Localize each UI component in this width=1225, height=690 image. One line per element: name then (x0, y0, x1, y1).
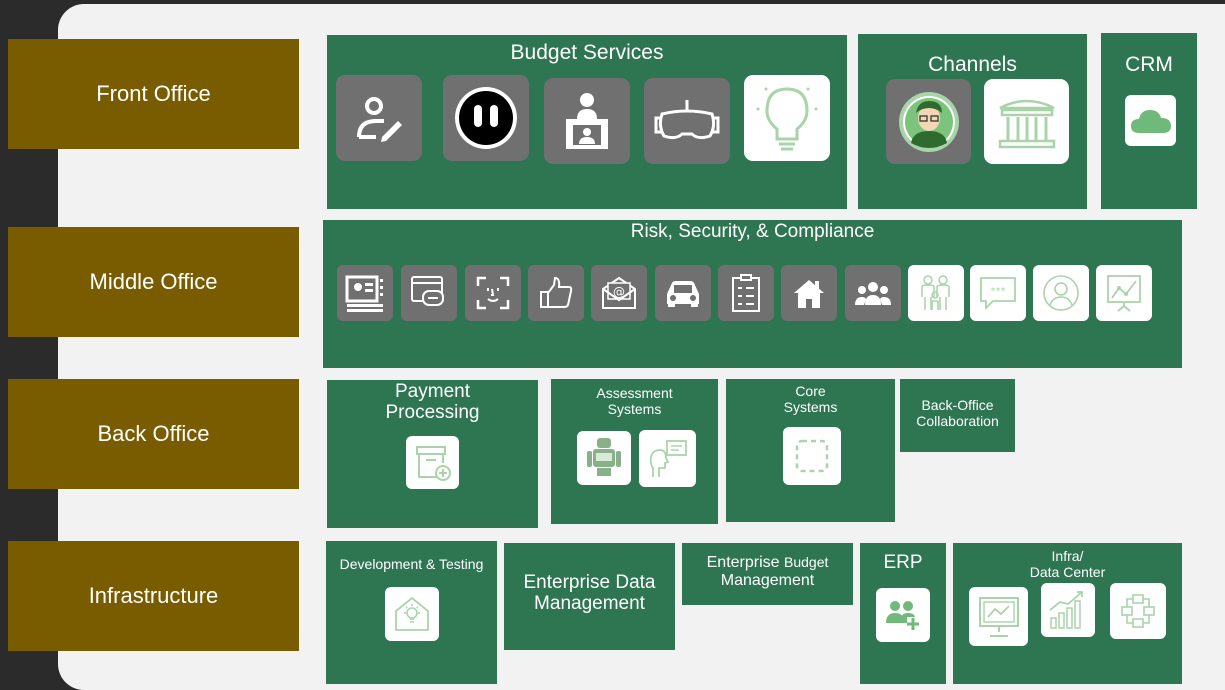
face-scan-icon (465, 265, 521, 321)
user-circle-icon (1033, 265, 1089, 321)
enterprise-data-management-box: Enterprise Data Management (504, 543, 675, 650)
enterprise-data-management-title: Enterprise Data Management (523, 572, 656, 615)
back-office-collaboration-box: Back-Office Collaboration (900, 379, 1015, 452)
risk-security-compliance-box: Risk, Security, & Compliance @ *** (323, 220, 1182, 368)
smart-home-icon (385, 587, 439, 641)
dashed-square-icon (783, 427, 841, 485)
row-label-front-office: Front Office (8, 39, 299, 149)
erp-title: ERP (883, 552, 923, 573)
budget-services-title: Budget Services (510, 41, 664, 64)
back-office-collaboration-title: Back-Office Collaboration (916, 397, 999, 429)
person-avatar-icon (886, 79, 971, 164)
email-icon: @ (591, 265, 647, 321)
monitor-chart-icon (969, 587, 1028, 646)
row-label-back-office: Back Office (8, 379, 299, 489)
chart-presentation-icon (1096, 265, 1152, 321)
cloud-icon (1125, 95, 1176, 146)
payment-processing-box: Payment Processing (327, 380, 538, 528)
infra-data-center-title: Infra/ Data Center (1029, 548, 1106, 580)
development-testing-title: Development & Testing (339, 556, 484, 572)
chat-screen-icon (401, 265, 457, 321)
svg-text:***: *** (991, 286, 1006, 297)
crm-title: CRM (1125, 53, 1173, 76)
budget-services-box: Budget Services (327, 35, 847, 209)
person-speech-icon (639, 430, 696, 487)
id-card-icon (337, 265, 393, 321)
car-icon (655, 265, 711, 321)
checklist-icon (718, 265, 774, 321)
robot-icon (577, 431, 631, 485)
development-testing-box: Development & Testing (326, 541, 497, 684)
core-systems-box: Core Systems (726, 379, 895, 522)
infra-data-center-box: Infra/ Data Center (953, 543, 1182, 684)
core-systems-title: Core Systems (783, 383, 838, 415)
thumbs-up-icon (528, 265, 584, 321)
vr-headset-icon (644, 78, 730, 164)
channels-box: Channels (858, 34, 1087, 209)
svg-text:@: @ (613, 285, 625, 299)
bank-building-icon (984, 79, 1069, 164)
group-icon (845, 265, 901, 321)
row-label-infrastructure: Infrastructure (8, 541, 299, 651)
assessment-systems-title: Assessment Systems (596, 385, 673, 417)
network-nodes-icon (1110, 583, 1166, 639)
risk-security-compliance-title: Risk, Security, & Compliance (630, 221, 875, 242)
robot-face-icon (443, 75, 529, 161)
archive-add-icon (406, 436, 459, 489)
enterprise-budget-management-title: Enterprise Budget Management (706, 554, 829, 589)
channels-title: Channels (928, 53, 1017, 76)
assessment-systems-box: Assessment Systems (551, 379, 718, 524)
erp-box: ERP (860, 543, 946, 684)
payment-processing-title: Payment Processing (385, 381, 480, 424)
lightbulb-icon (744, 75, 830, 161)
enterprise-budget-management-box: Enterprise Budget Management (682, 543, 853, 605)
crm-box: CRM (1101, 33, 1197, 209)
house-icon (781, 265, 837, 321)
family-icon (908, 265, 964, 321)
presenter-icon (544, 78, 630, 164)
bar-growth-icon (1041, 583, 1095, 637)
row-label-middle-office: Middle Office (8, 227, 299, 337)
add-users-icon (876, 588, 930, 642)
password-bubble-icon: *** (970, 265, 1026, 321)
user-edit-icon (336, 75, 422, 161)
